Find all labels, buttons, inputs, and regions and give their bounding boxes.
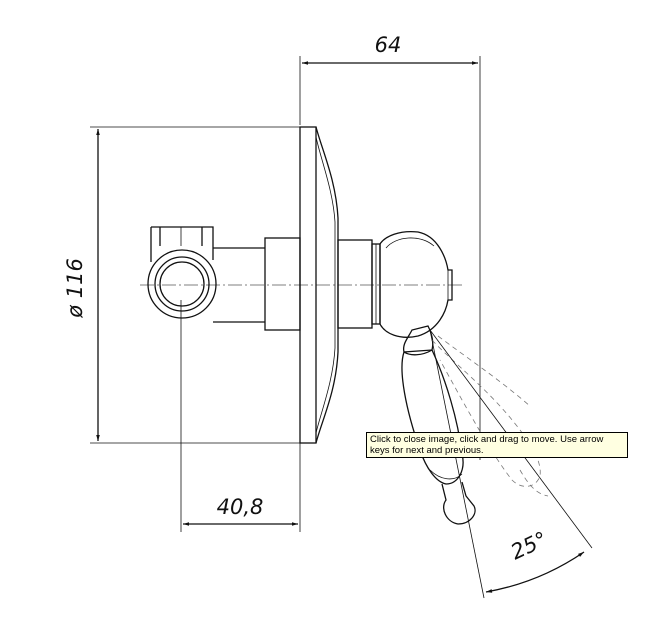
rotated-handle-ghost: [431, 335, 549, 497]
offset-dimension-label: 40,8: [217, 495, 264, 519]
handle-cap: [379, 230, 453, 338]
lever-handle: [401, 325, 476, 525]
diameter-dimension-label: ø 116: [63, 258, 87, 319]
angle-dimension: 25°: [429, 329, 593, 599]
offset-dimension: 40,8: [180, 300, 301, 532]
angle-dimension-label: 25°: [507, 527, 551, 564]
inlet-elbow: [147, 226, 217, 319]
width-dimension-label: 64: [375, 33, 402, 57]
diameter-dimension: ø 116: [63, 126, 300, 444]
image-viewer-tooltip[interactable]: Click to close image, click and drag to …: [366, 432, 628, 458]
width-dimension: 64: [299, 33, 481, 460]
valve-body: [213, 237, 381, 331]
